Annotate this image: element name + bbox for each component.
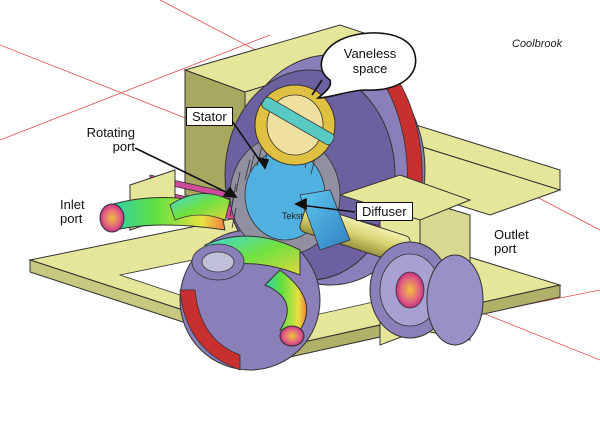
inlet-line2: port (60, 211, 83, 226)
center-text: Tekst (282, 211, 304, 221)
shaft (299, 189, 411, 264)
vaneless-space (254, 84, 336, 166)
vaneless-line2: space (352, 61, 388, 76)
diffuser-label: Diffuser (356, 202, 413, 221)
lower-pipe (191, 235, 308, 347)
diffuser-arrow (299, 204, 356, 213)
vaneless-space-label: Vaneless space (330, 46, 410, 76)
stator-label: Stator (186, 107, 233, 126)
rotating-line2: port (112, 139, 135, 154)
vaneless-pointer (311, 79, 323, 96)
rotating-port-label: Rotating port (73, 126, 135, 154)
inlet-port-label: Inlet port (60, 198, 85, 226)
rotating-line1: Rotating (86, 125, 135, 140)
inlet-line1: Inlet (60, 197, 85, 212)
vaneless-bubble (315, 32, 417, 99)
vaneless-line1: Vaneless (343, 46, 397, 61)
outlet-port-label: Outlet port (494, 228, 529, 256)
outlet-line1: Outlet (494, 227, 529, 242)
image-credit: Coolbrook (512, 38, 563, 50)
outlet-flange (369, 241, 484, 346)
rotating-port-arrow (134, 147, 233, 196)
outlet-line2: port (494, 241, 517, 256)
inlet-pipe (99, 193, 231, 233)
annotation-arrows (134, 79, 356, 213)
